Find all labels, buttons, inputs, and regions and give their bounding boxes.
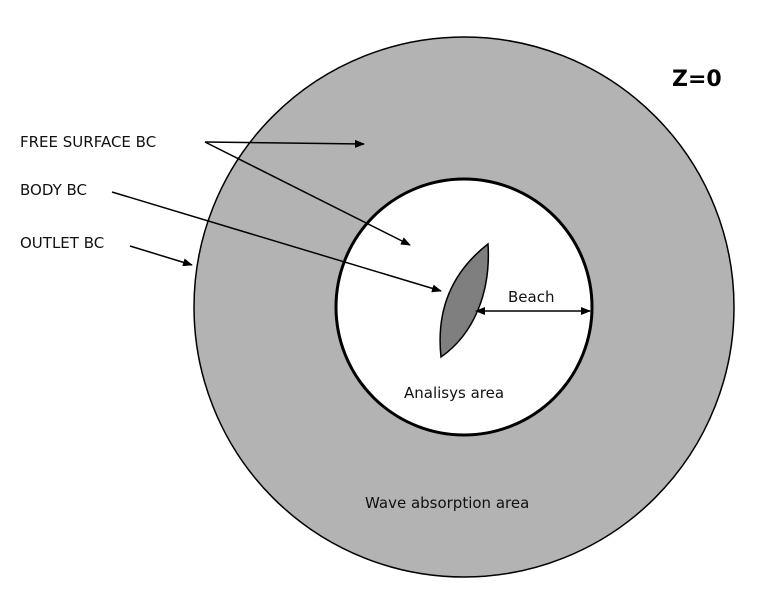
body-bc-arrow xyxy=(111,191,442,293)
analysis-area-label: Analisys area xyxy=(404,384,504,402)
plane-title: Z=0 xyxy=(672,67,722,92)
free-surface-arrow-inner xyxy=(204,141,411,246)
outlet-bc-label: OUTLET BC xyxy=(20,234,104,252)
free-surface-arrow-outer xyxy=(204,139,365,148)
wave-absorption-area-label: Wave absorption area xyxy=(365,494,529,512)
body-hull xyxy=(439,242,490,359)
body-bc-label: BODY BC xyxy=(20,181,87,199)
free-surface-bc-label: FREE SURFACE BC xyxy=(20,133,156,151)
beach-label: Beach xyxy=(508,288,554,306)
outlet-bc-arrow xyxy=(129,245,193,267)
